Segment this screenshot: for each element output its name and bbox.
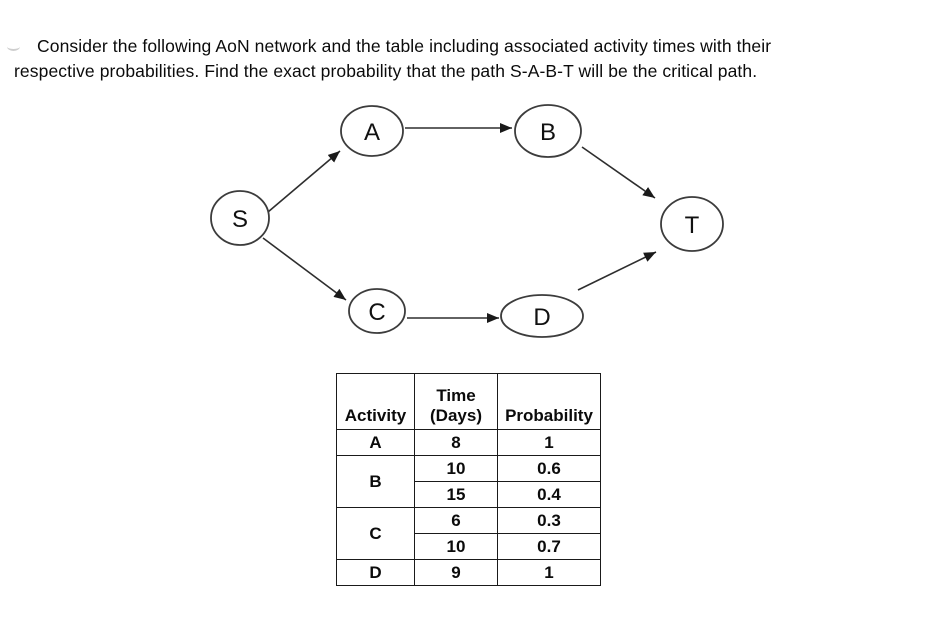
node-D-shape (500, 294, 584, 338)
cell-prob-C2: 0.7 (497, 533, 601, 560)
cell-prob-B1: 0.6 (497, 455, 601, 482)
cell-time-B2: 15 (414, 481, 498, 508)
col-header-time-line1: Time (436, 386, 476, 405)
node-D-label: D (533, 304, 550, 331)
table-row-C2: 10 0.7 (337, 533, 601, 560)
activity-table: Activity Time (Days) Probability A 8 1 B… (336, 373, 601, 586)
cell-time-C1: 6 (414, 507, 498, 534)
question-line-2: respective probabilities. Find the exact… (14, 61, 758, 81)
node-D: D (500, 294, 584, 338)
node-A-shape (340, 105, 404, 157)
node-B-label: B (540, 119, 556, 146)
node-T-shape (660, 196, 724, 252)
cell-activity-A: A (336, 429, 415, 456)
col-header-probability: Probability (497, 373, 601, 430)
node-T: T (660, 196, 724, 252)
table-row-C1: C 6 0.3 (336, 507, 601, 560)
edge-D-T (577, 251, 657, 291)
node-B-shape (514, 104, 582, 158)
cell-prob-B2: 0.4 (497, 481, 601, 508)
edge-S-A (267, 150, 341, 213)
table-row-B2: 15 0.4 (337, 481, 601, 508)
scan-artifact (7, 42, 20, 51)
col-header-time: Time (Days) (414, 373, 498, 430)
cell-time-D: 9 (414, 559, 498, 586)
col-header-time-line2: (Days) (430, 406, 482, 425)
table-row-B1: B 10 0.6 (336, 455, 601, 508)
edge-group (262, 123, 657, 323)
cell-time-B1: 10 (414, 455, 498, 482)
cell-prob-A: 1 (497, 429, 601, 456)
cell-time-C2: 10 (414, 533, 498, 560)
cell-activity-B: B (336, 455, 415, 508)
node-C-shape (348, 288, 406, 334)
node-S: S (210, 190, 270, 246)
col-header-activity: Activity (336, 373, 415, 430)
node-T-label: T (685, 212, 700, 239)
edge-S-C (262, 237, 347, 301)
node-A-label: A (364, 119, 380, 146)
node-C: C (348, 288, 406, 334)
edge-B-T (581, 146, 656, 199)
cell-prob-D: 1 (497, 559, 601, 586)
node-A: A (340, 105, 404, 157)
table-row-A: A 8 1 (336, 429, 601, 456)
aon-network-diagram: S A B C D T (210, 104, 724, 338)
table-row-D: D 9 1 (336, 559, 601, 586)
cell-time-A: 8 (414, 429, 498, 456)
cell-activity-D: D (336, 559, 415, 586)
question-text: Consider the following AoN network and t… (14, 34, 934, 84)
cell-activity-C: C (336, 507, 415, 560)
node-B: B (514, 104, 582, 158)
node-S-shape (210, 190, 270, 246)
table-header-row: Activity Time (Days) Probability (336, 373, 601, 430)
question-line-1: Consider the following AoN network and t… (37, 36, 772, 56)
node-C-label: C (368, 299, 385, 326)
cell-prob-C1: 0.3 (497, 507, 601, 534)
node-S-label: S (232, 206, 248, 233)
